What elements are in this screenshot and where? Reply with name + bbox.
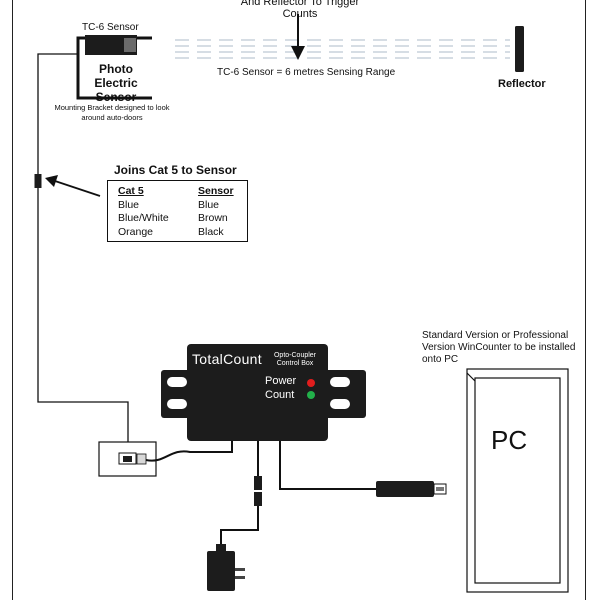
diagram-frame: [12, 0, 586, 600]
table-cell: Blue: [118, 198, 140, 211]
pc-label: PC: [491, 425, 528, 455]
beam-caption: And Reflector To Trigger Counts: [240, 0, 360, 20]
table-header: Cat 5: [118, 185, 144, 197]
control-box-subtitle: Opto-Coupler Control Box: [273, 352, 317, 367]
table-cell: Blue/White: [118, 212, 169, 224]
table-cell: Brown: [198, 212, 228, 224]
power-cable: [220, 441, 262, 548]
mounting-bracket-note: Mounting Bracket designed to look around…: [54, 103, 170, 122]
usb-cable: [279, 441, 447, 497]
photo-electric-sensor-label: Photo Electric Sensor: [94, 62, 138, 104]
pc-tower: [466, 368, 569, 593]
wiring-column-sensor: Sensor Blue Brown Black: [198, 185, 234, 239]
sensor-cable: [37, 53, 129, 444]
sensing-range-label: TC-6 Sensor = 6 metres Sensing Range: [217, 67, 396, 78]
beam-arrow: [291, 14, 305, 60]
wall-socket: [98, 441, 157, 477]
count-label: Count: [265, 389, 295, 401]
power-label: Power: [265, 375, 297, 387]
wiring-table: Cat 5 Blue Blue/White Orange Sensor Blue…: [107, 180, 248, 242]
power-led-icon: [307, 379, 315, 387]
tc6-sensor-label: TC-6 Sensor: [82, 22, 139, 33]
socket-cable: [145, 440, 233, 462]
wiring-column-cat5: Cat 5 Blue Blue/White Orange: [118, 185, 169, 239]
tc6-sensor-device: [85, 35, 137, 55]
joiner-arrow: [45, 175, 101, 197]
table-cell: Blue: [198, 198, 220, 211]
joins-title: Joins Cat 5 to Sensor: [114, 163, 237, 177]
reflector-label: Reflector: [498, 78, 546, 90]
count-led-icon: [307, 391, 315, 399]
power-adapter: [207, 544, 245, 591]
cat5-joiner: [34, 174, 42, 188]
table-cell: Orange: [118, 225, 154, 238]
reflector-device: [515, 26, 524, 72]
pc-software-note: Standard Version or Professional Version…: [422, 330, 576, 365]
control-box-brand: TotalCount: [192, 351, 262, 367]
table-cell: Black: [198, 225, 224, 238]
table-header: Sensor: [198, 185, 234, 197]
sensor-beam: [175, 39, 510, 59]
